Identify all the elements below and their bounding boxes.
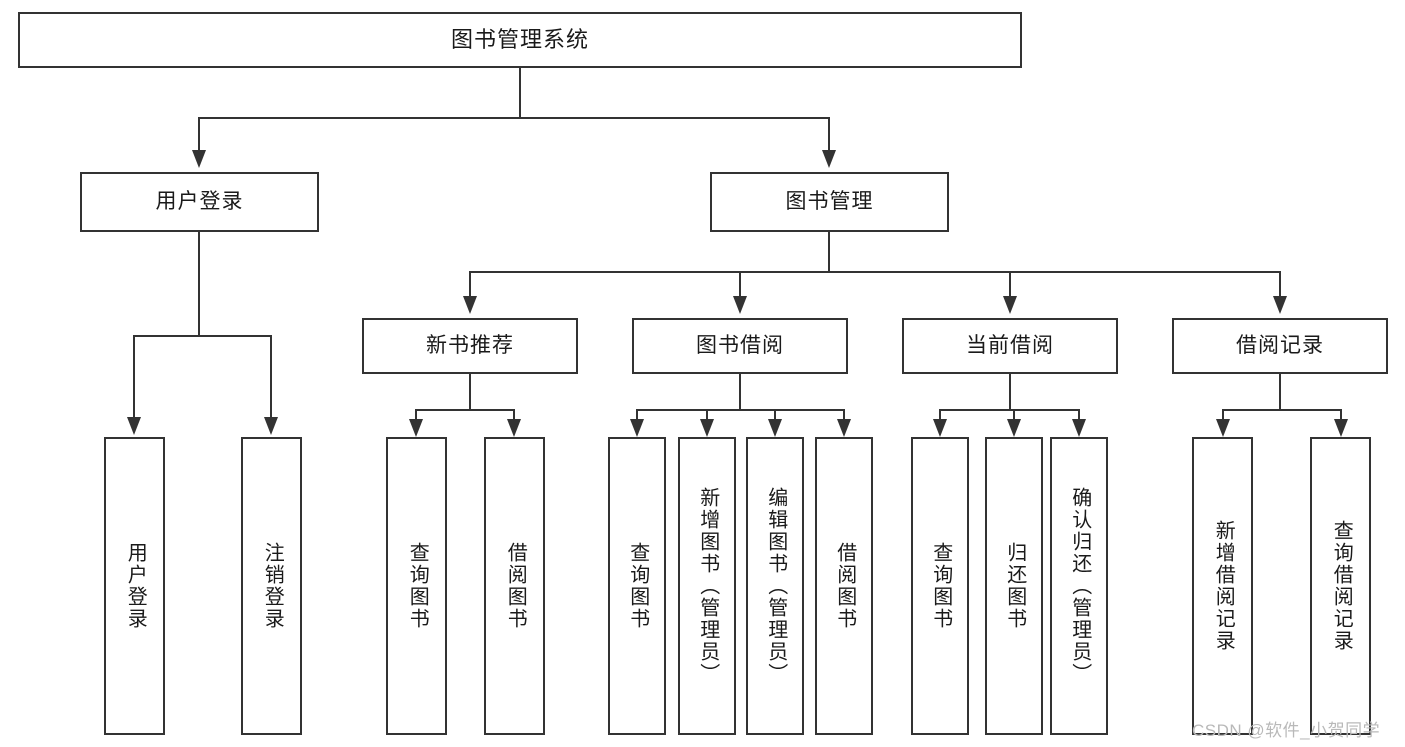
connector-new-book-rec-child-1 [415,409,417,419]
connector-borrow-record-bar [1222,409,1341,411]
node-leaf-logout-label: 注销登录 [261,542,284,630]
connector-current-borrow-child-1 [939,409,941,419]
connector-borrow-record-child-2 [1340,409,1342,419]
connector-book-borrow-stem [739,374,741,409]
connector-book-manage-child-2 [739,271,741,296]
connector-root-bar [198,117,830,119]
connector-current-borrow-child-3 [1078,409,1080,419]
connector-new-book-rec-child-2 [513,409,515,419]
arrow-book-manage-child-4 [1273,296,1287,314]
node-leaf-borrow-book-1-label: 借阅图书 [504,542,527,630]
connector-book-manage-child-3 [1009,271,1011,296]
node-current-borrow-label: 当前借阅 [966,333,1054,357]
node-leaf-add-record-label: 新增借阅记录 [1212,520,1235,652]
arrow-user-login-child-1 [127,417,141,435]
node-root[interactable]: 图书管理系统 [18,12,1022,68]
node-book-borrow[interactable]: 图书借阅 [632,318,848,374]
connector-book-borrow-child-3 [774,409,776,419]
node-leaf-query-record[interactable]: 查询借阅记录 [1310,437,1371,735]
node-user-login[interactable]: 用户登录 [80,172,319,232]
arrow-new-book-rec-child-2 [507,419,521,437]
arrow-book-manage-child-3 [1003,296,1017,314]
connector-current-borrow-child-2 [1013,409,1015,419]
connector-book-borrow-bar [636,409,844,411]
node-leaf-confirm-return[interactable]: 确认归还（管理员） [1050,437,1108,735]
connector-book-borrow-child-2 [706,409,708,419]
node-leaf-user-login-label: 用户登录 [124,542,147,630]
connector-root-stem [519,68,521,117]
node-leaf-user-login[interactable]: 用户登录 [104,437,165,735]
arrow-current-borrow-child-2 [1007,419,1021,437]
arrow-book-manage-child-2 [733,296,747,314]
node-user-login-label: 用户登录 [155,189,244,213]
node-current-borrow[interactable]: 当前借阅 [902,318,1118,374]
node-leaf-edit-book[interactable]: 编辑图书（管理员） [746,437,804,735]
node-leaf-edit-book-label: 编辑图书（管理员） [764,487,787,685]
arrow-root-to-user-login [192,150,206,168]
node-leaf-add-book[interactable]: 新增图书（管理员） [678,437,736,735]
connector-user-login-child-1 [133,335,135,417]
arrow-user-login-child-2 [264,417,278,435]
node-leaf-query-book-2[interactable]: 查询图书 [608,437,666,735]
connector-user-login-bar [133,335,270,337]
connector-borrow-record-child-1 [1222,409,1224,419]
node-borrow-record[interactable]: 借阅记录 [1172,318,1388,374]
connector-borrow-record-stem [1279,374,1281,409]
arrow-current-borrow-child-3 [1072,419,1086,437]
connector-new-book-rec-bar [415,409,515,411]
connector-user-login-child-2 [270,335,272,417]
arrow-book-borrow-child-2 [700,419,714,437]
node-leaf-add-record[interactable]: 新增借阅记录 [1192,437,1253,735]
node-leaf-return-book-label: 归还图书 [1003,542,1026,630]
node-new-book-rec[interactable]: 新书推荐 [362,318,578,374]
connector-book-borrow-child-1 [636,409,638,419]
arrow-root-to-book-manage [822,150,836,168]
node-leaf-query-book-3[interactable]: 查询图书 [911,437,969,735]
arrow-book-borrow-child-3 [768,419,782,437]
connector-book-manage-stem [828,232,830,271]
arrow-borrow-record-child-2 [1334,419,1348,437]
connector-current-borrow-stem [1009,374,1011,409]
arrow-borrow-record-child-1 [1216,419,1230,437]
arrow-book-manage-child-1 [463,296,477,314]
connector-root-to-user-login [198,117,200,150]
node-book-borrow-label: 图书借阅 [696,333,784,357]
node-leaf-borrow-book-1[interactable]: 借阅图书 [484,437,545,735]
node-book-manage-label: 图书管理 [785,189,874,213]
node-leaf-borrow-book-2[interactable]: 借阅图书 [815,437,873,735]
node-leaf-query-book-1-label: 查询图书 [406,542,429,630]
arrow-new-book-rec-child-1 [409,419,423,437]
node-leaf-logout[interactable]: 注销登录 [241,437,302,735]
node-leaf-query-record-label: 查询借阅记录 [1330,520,1353,652]
arrow-current-borrow-child-1 [933,419,947,437]
node-leaf-query-book-3-label: 查询图书 [929,542,952,630]
node-leaf-query-book-1[interactable]: 查询图书 [386,437,447,735]
arrow-book-borrow-child-1 [630,419,644,437]
connector-current-borrow-bar [939,409,1079,411]
connector-new-book-rec-stem [469,374,471,409]
connector-user-login-stem [198,232,200,335]
connector-book-manage-bar [469,271,1280,273]
connector-book-manage-child-4 [1279,271,1281,296]
node-new-book-rec-label: 新书推荐 [426,333,514,357]
node-borrow-record-label: 借阅记录 [1236,333,1324,357]
node-leaf-query-book-2-label: 查询图书 [626,542,649,630]
connector-book-manage-child-1 [469,271,471,296]
connector-book-borrow-child-4 [843,409,845,419]
node-leaf-borrow-book-2-label: 借阅图书 [833,542,856,630]
arrow-book-borrow-child-4 [837,419,851,437]
node-root-label: 图书管理系统 [450,27,589,53]
node-leaf-add-book-label: 新增图书（管理员） [696,487,719,685]
node-leaf-confirm-return-label: 确认归还（管理员） [1068,487,1091,685]
connector-root-to-book-manage [828,117,830,150]
node-book-manage[interactable]: 图书管理 [710,172,949,232]
node-leaf-return-book[interactable]: 归还图书 [985,437,1043,735]
